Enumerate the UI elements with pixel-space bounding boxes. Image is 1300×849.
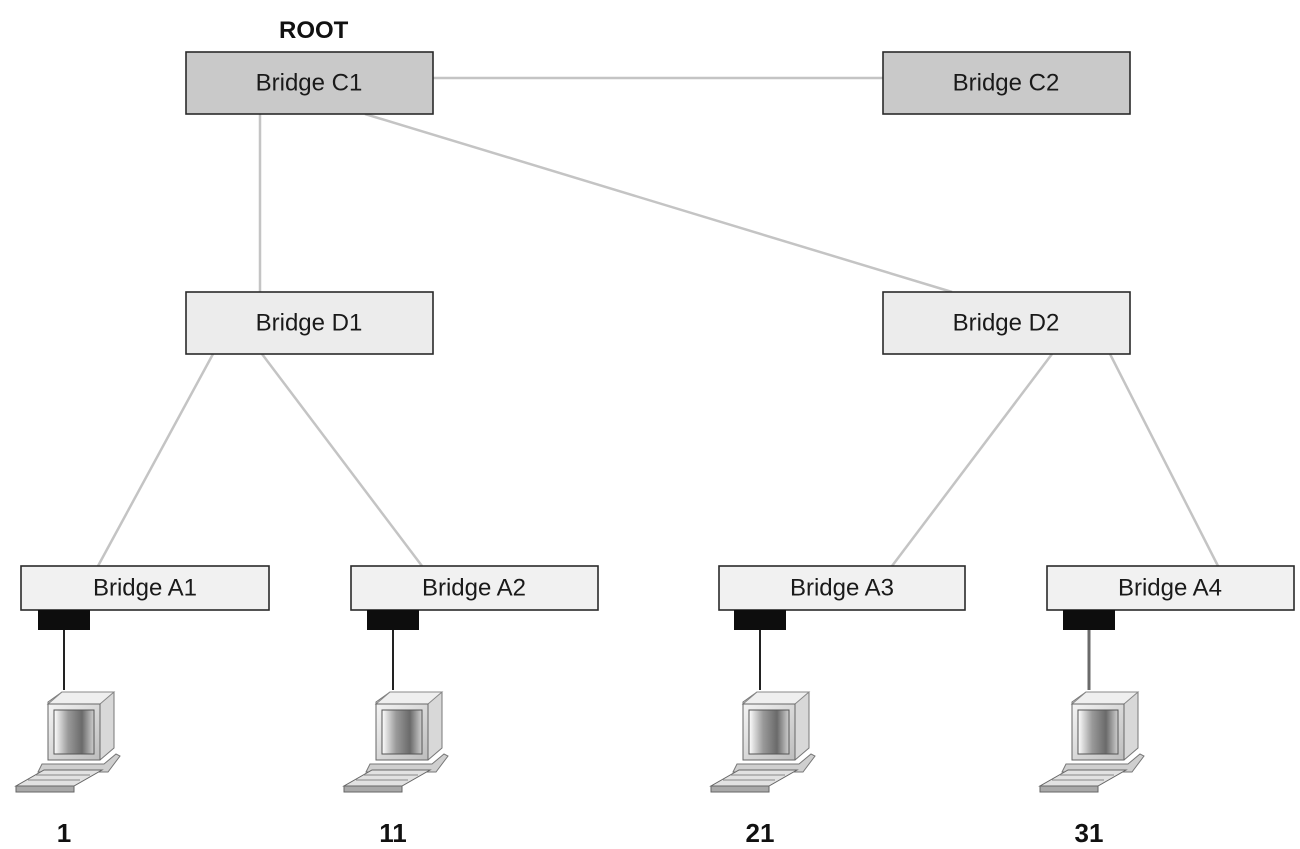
link-c1-d2 (364, 112, 953, 294)
link-d2-a4 (1108, 353, 1220, 567)
port-a3 (734, 610, 786, 630)
port-a4 (1063, 610, 1115, 630)
computer-label-21: 21 (746, 818, 775, 848)
link-d1-a1 (96, 353, 215, 567)
bridge-a1-label: Bridge A1 (93, 575, 197, 602)
bridge-a3-label: Bridge A3 (790, 575, 894, 602)
port-a1 (38, 610, 90, 630)
port-a2 (367, 610, 419, 630)
bridge-d1: Bridge D1 (185, 291, 434, 355)
bridge-a2: Bridge A2 (350, 565, 599, 611)
bridge-a2-label: Bridge A2 (422, 575, 526, 602)
bridge-a4-label: Bridge A4 (1118, 575, 1222, 602)
computer-icon (1039, 691, 1145, 793)
computer-label-31: 31 (1075, 818, 1104, 848)
root-label: ROOT (279, 17, 349, 44)
link-d2-a3 (891, 353, 1053, 567)
bridge-d2: Bridge D2 (882, 291, 1131, 355)
bridge-c1-label: Bridge C1 (256, 70, 363, 97)
computer-label-11: 11 (379, 818, 407, 848)
bridge-a4: Bridge A4 (1046, 565, 1295, 611)
bridge-a1: Bridge A1 (20, 565, 270, 611)
computer-icon (343, 691, 449, 793)
bridge-c2: Bridge C2 (882, 51, 1131, 115)
computer-icon (15, 691, 121, 793)
drop-cables (63, 630, 1091, 690)
bridge-c2-label: Bridge C2 (953, 70, 1060, 97)
bridge-a3: Bridge A3 (718, 565, 966, 611)
computer-label-1: 1 (57, 818, 71, 848)
bridge-d2-label: Bridge D2 (953, 310, 1060, 337)
bridge-c1: Bridge C1 (185, 51, 434, 115)
ports (38, 610, 1115, 630)
links (96, 76, 1220, 567)
link-d1-a2 (261, 353, 423, 567)
bridge-d1-label: Bridge D1 (256, 310, 363, 337)
computer-icon (710, 691, 816, 793)
